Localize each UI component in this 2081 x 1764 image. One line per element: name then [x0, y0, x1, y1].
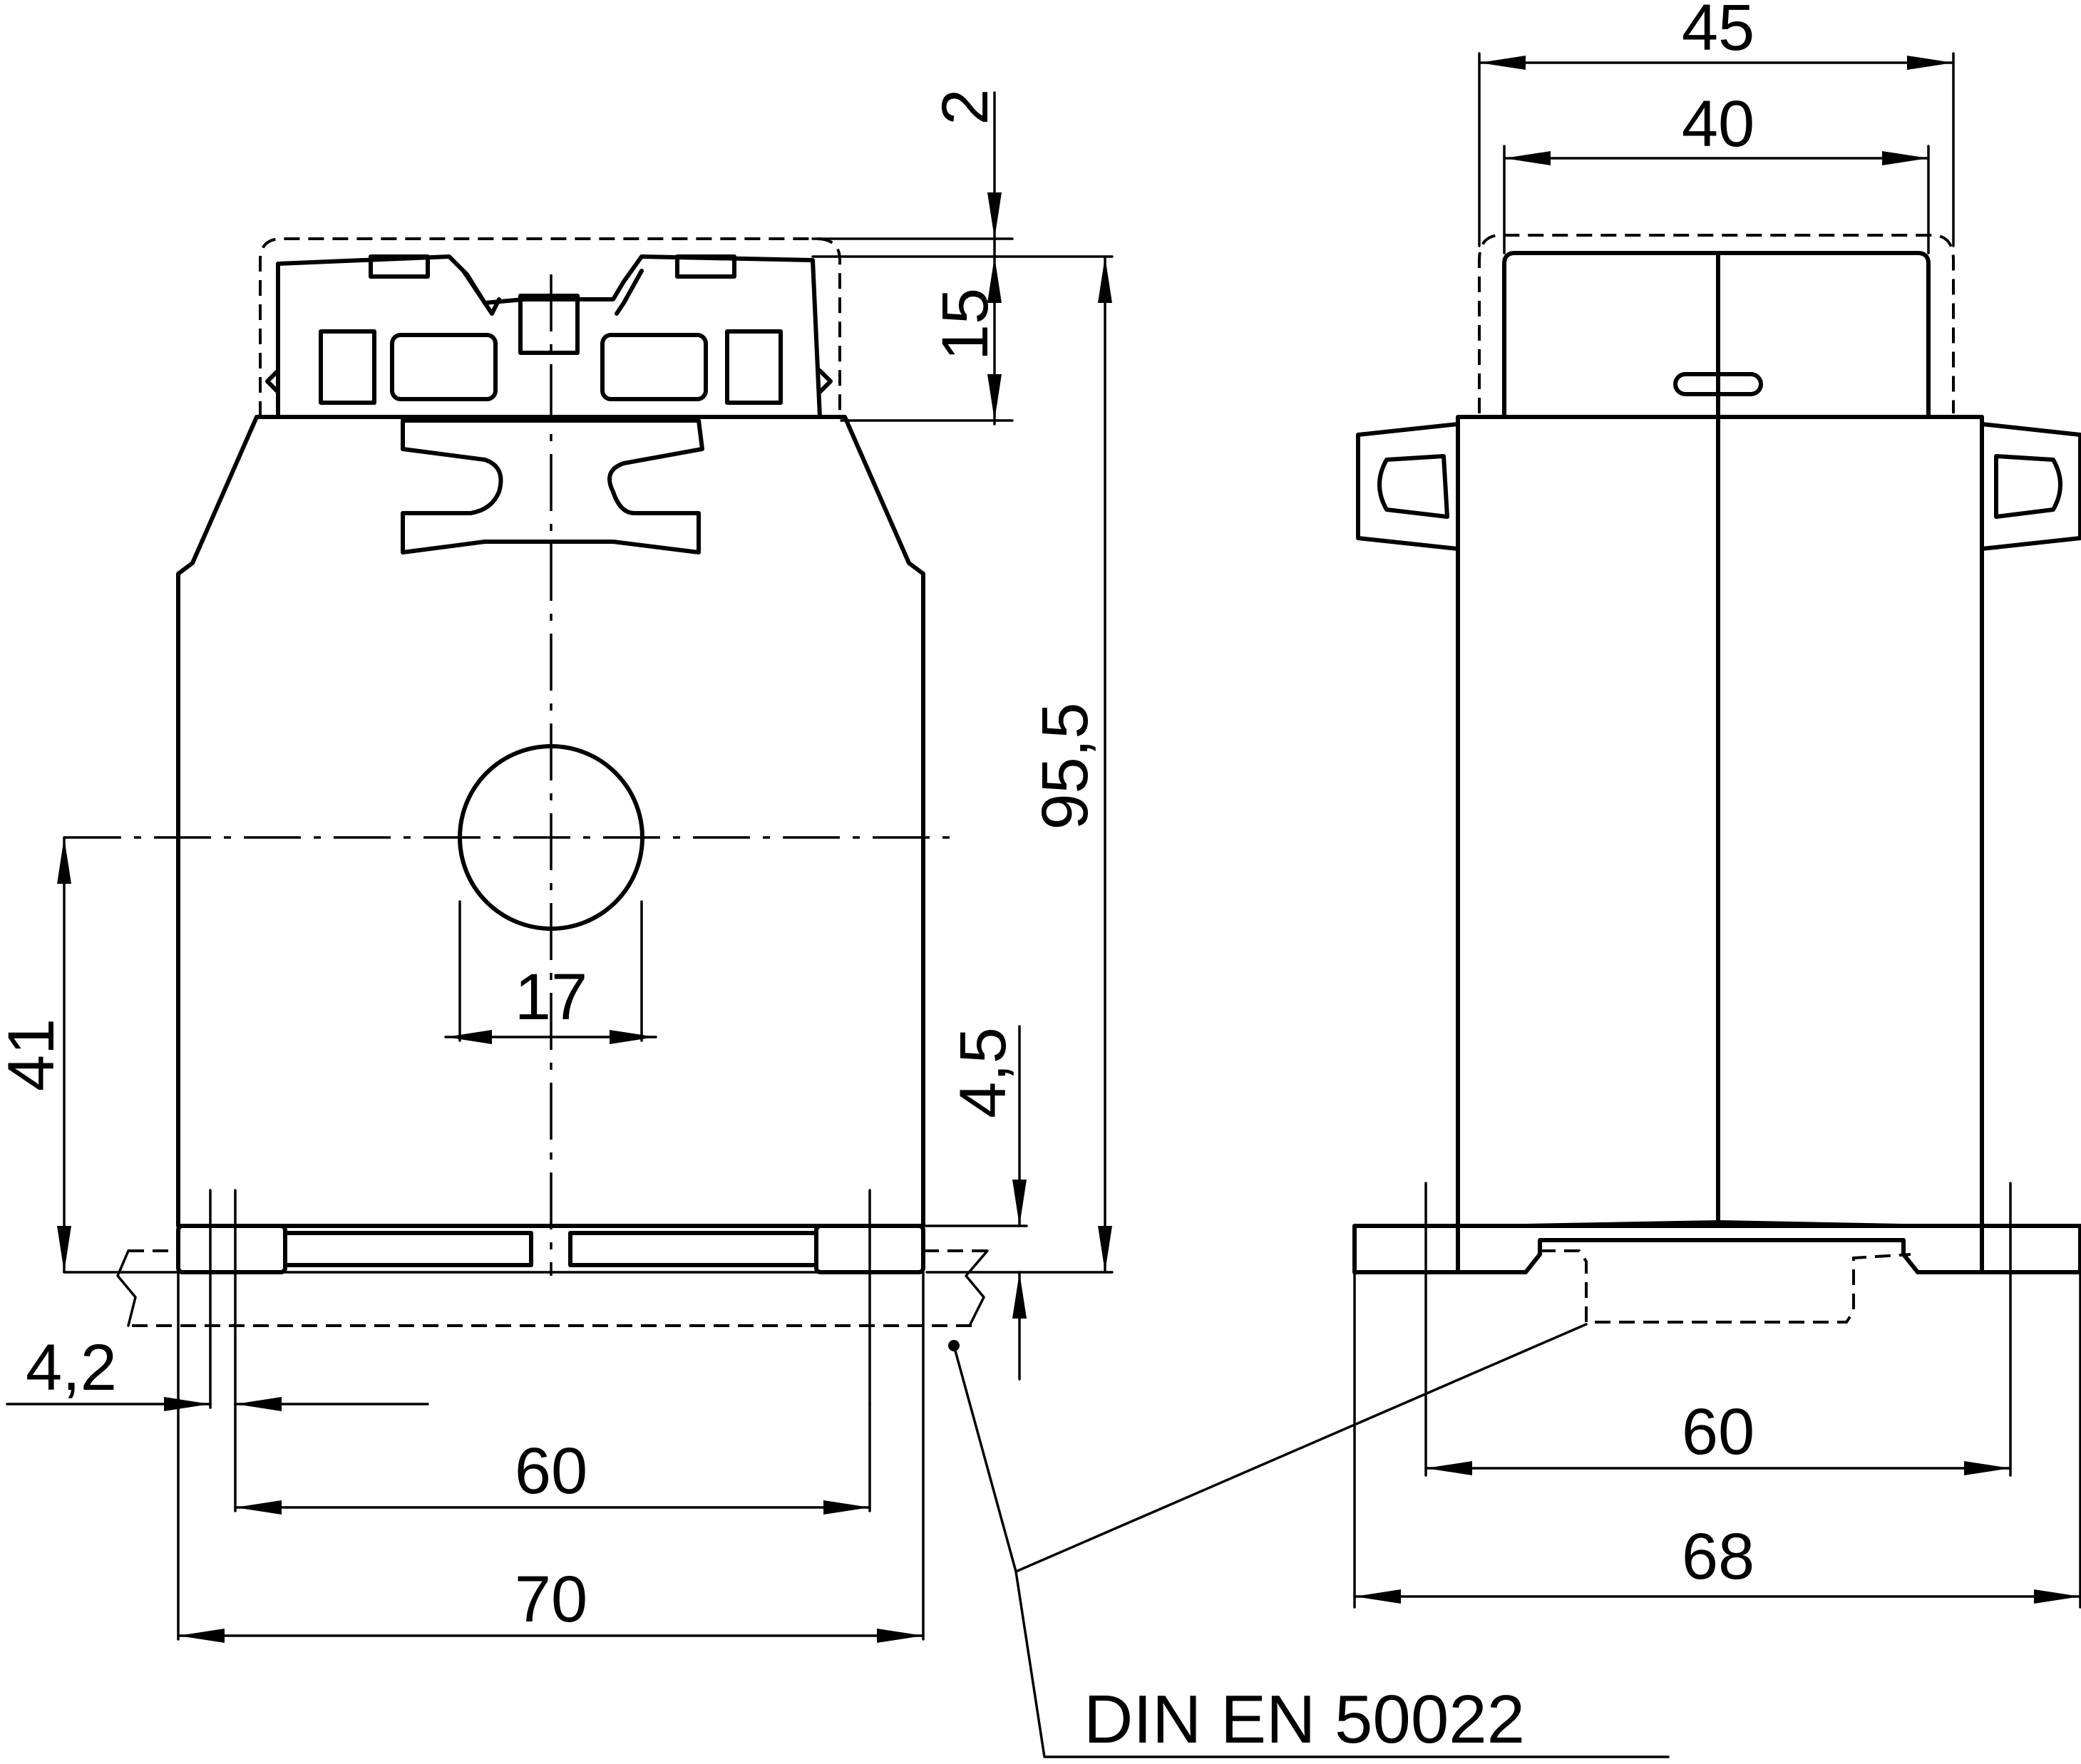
dim-68: 68	[1682, 1520, 1754, 1593]
dim-60-side: 60	[1682, 1396, 1754, 1468]
dim-4-2: 4,2	[26, 1331, 117, 1404]
dim-70: 70	[515, 1563, 587, 1636]
front-housing-outline	[176, 415, 925, 1228]
dim-2: 2	[929, 88, 1002, 125]
dim-95-5: 95,5	[1029, 702, 1101, 830]
clamp-h-shape	[401, 418, 704, 555]
dim-45: 45	[1682, 0, 1754, 64]
front-base-plate	[116, 1189, 989, 1405]
side-view: 45 40 60 68	[1352, 0, 2081, 1609]
terminal-block	[259, 237, 841, 419]
dim-15: 15	[929, 288, 1002, 361]
din-rail-callout: DIN EN 50022	[948, 1323, 1670, 1758]
dim-4-5: 4,5	[947, 1027, 1019, 1118]
dim-41: 41	[0, 1018, 68, 1091]
front-view: 2 15 95,5 41 17 4,5 4,2 60 70	[0, 88, 1114, 1643]
dim-40: 40	[1682, 88, 1754, 160]
dim-17: 17	[515, 961, 587, 1033]
dim-60-front: 60	[515, 1435, 587, 1507]
din-rail-note: DIN EN 50022	[1084, 1681, 1525, 1758]
